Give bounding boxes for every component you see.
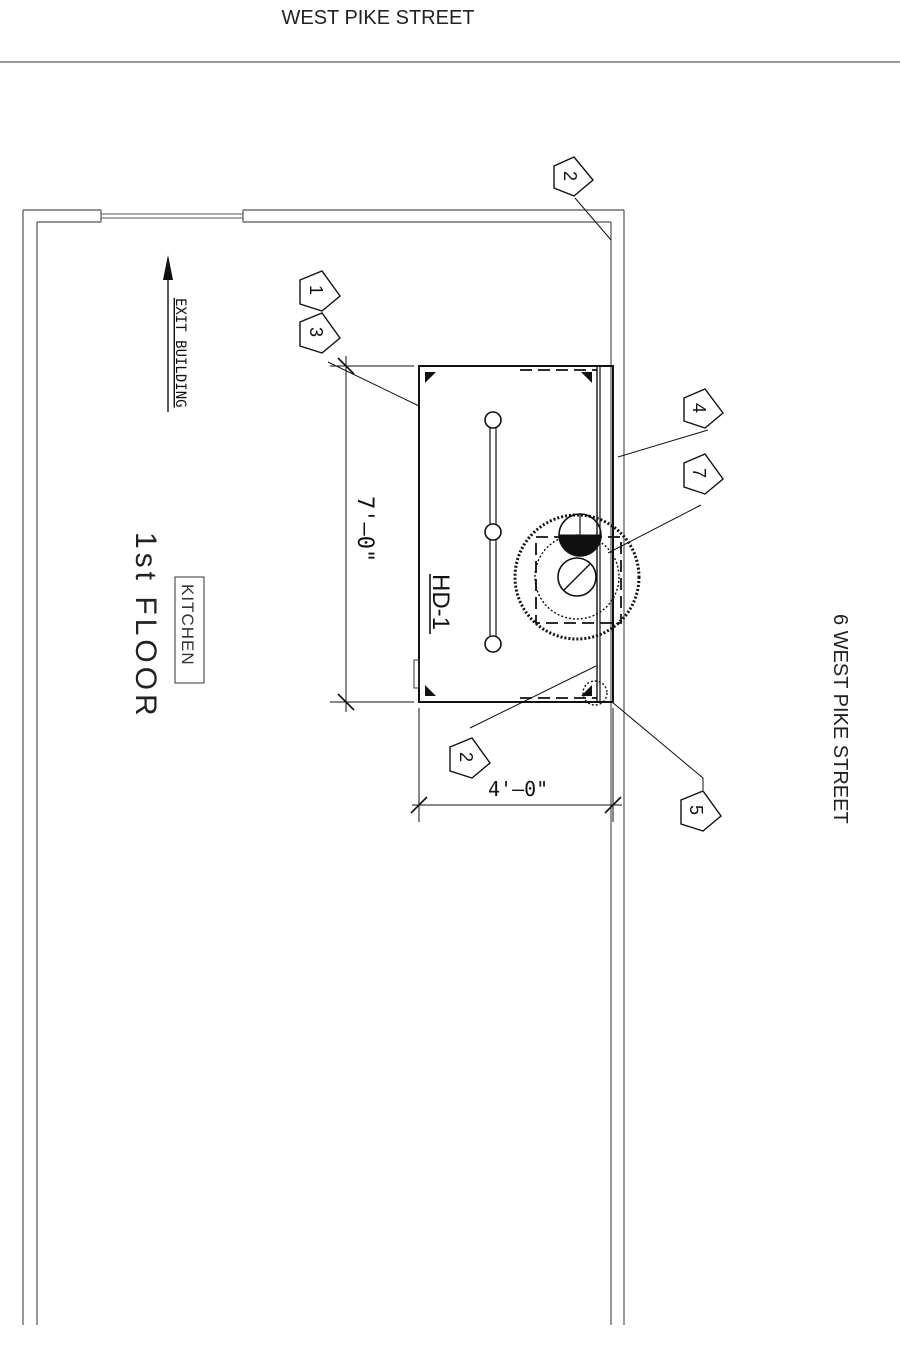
room-name: KITCHEN [178, 584, 197, 666]
dimension-length-label: 7'–0" [352, 496, 377, 562]
dimension-depth [410, 708, 622, 822]
callout-7: 7 [683, 453, 724, 495]
exit-label: EXIT BUILDING [172, 298, 188, 408]
building-walls [22, 209, 625, 1325]
callout-1-text: 1 [306, 285, 326, 295]
callout-2-bottom: 2 [449, 737, 491, 779]
dimension-depth-label: 4'–0" [488, 777, 548, 801]
callout-2-top-text: 2 [560, 171, 580, 181]
hood-id: HD-1 [427, 574, 454, 630]
callout-1: 1 [299, 270, 341, 312]
callout-3: 3 [299, 312, 341, 354]
street-label-top: WEST PIKE STREET [282, 7, 475, 29]
dimension-length [330, 356, 414, 712]
callout-3-text: 3 [306, 327, 326, 337]
callout-2-bottom-text: 2 [456, 752, 476, 762]
callout-4: 4 [683, 388, 724, 429]
hood-hd-1 [413, 365, 641, 706]
callout-4-text: 4 [689, 403, 709, 413]
exit-arrow-icon [163, 255, 173, 412]
leader-lines [327, 197, 709, 790]
floor-label: 1st FLOOR [129, 532, 162, 720]
callout-2-top: 2 [553, 156, 594, 197]
room-name-box [174, 576, 205, 684]
callout-7-text: 7 [689, 468, 709, 478]
callout-5: 5 [680, 790, 722, 832]
callout-5-text: 5 [686, 805, 706, 815]
street-label-right: 6 WEST PIKE STREET [829, 614, 851, 824]
